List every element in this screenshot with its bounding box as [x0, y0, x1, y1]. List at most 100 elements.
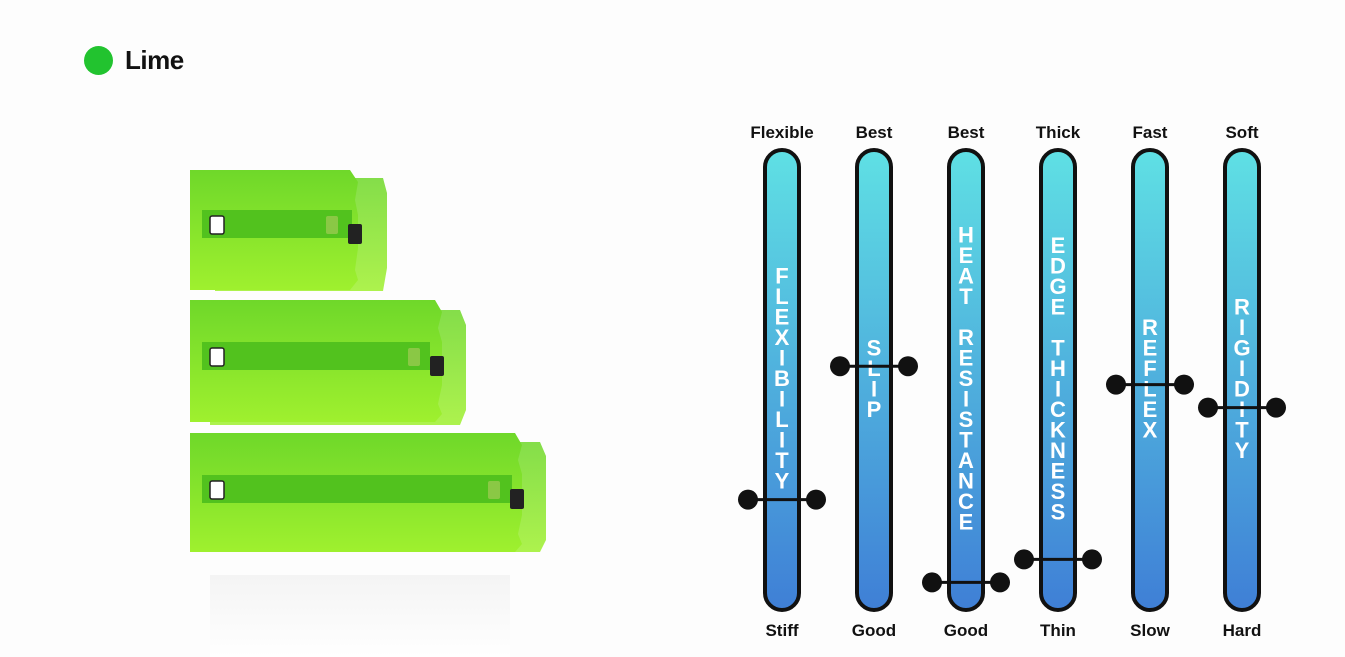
meter-word-letter: Y — [1235, 438, 1250, 463]
meter-word-letter: I — [779, 428, 785, 453]
squeegee-medium — [190, 300, 466, 425]
meter-word-letter: I — [963, 387, 969, 412]
performance-meters: FlexibleFLEXIBILITYStiffBestSLIPGoodBest… — [738, 123, 1286, 640]
meter-word-letter: I — [871, 376, 877, 401]
meter-word-letter: K — [1050, 417, 1066, 442]
meter-word-letter: L — [867, 356, 880, 381]
meter-level-knob-left — [922, 572, 942, 593]
color-swatch — [84, 46, 113, 75]
meter-word-letter: Y — [775, 469, 790, 494]
meter-word-letter: D — [1234, 376, 1250, 401]
squeegee-set-image — [190, 170, 546, 657]
meter-level-knob-left — [738, 489, 758, 510]
meter-word-letter: I — [779, 387, 785, 412]
meter-word-letter: L — [1143, 376, 1156, 401]
meter-word-letter: A — [958, 448, 974, 473]
meter-word-letter: H — [958, 223, 974, 248]
meter-top-label: Best — [856, 123, 893, 142]
meter-level-knob-left — [830, 356, 850, 377]
meter-word-letter: E — [1051, 233, 1066, 258]
color-title: Lime — [84, 45, 184, 76]
meter-word-letter: E — [959, 243, 974, 268]
meter-word-letter: G — [1049, 274, 1066, 299]
meter-word-letter: N — [958, 469, 974, 494]
meter-top-label: Soft — [1225, 123, 1258, 142]
meter-word-letter: E — [775, 305, 790, 330]
meter-word-letter: S — [1051, 479, 1066, 504]
meter-word-letter: I — [1239, 315, 1245, 340]
meter-top-label: Best — [948, 123, 985, 142]
meter-word-letter: I — [779, 346, 785, 371]
meter-word-letter: S — [959, 366, 974, 391]
meter-word-letter: E — [1143, 335, 1158, 360]
meter-bar — [855, 148, 893, 612]
meter-word-letter: T — [775, 448, 789, 473]
meter-bottom-label: Hard — [1223, 621, 1262, 640]
meter-word-letter: H — [1050, 356, 1066, 381]
meter-word-letter: L — [775, 284, 788, 309]
meter-level-knob-left — [1014, 549, 1034, 570]
meter-word-letter: C — [1050, 397, 1066, 422]
meter-word-letter: R — [958, 325, 974, 350]
squeegee-large — [190, 433, 546, 552]
meter-word-letter: P — [867, 397, 882, 422]
meter-bar — [1131, 148, 1169, 612]
meter-level-knob-left — [1106, 374, 1126, 395]
meter-bar — [947, 148, 985, 612]
meter-word-letter: L — [775, 407, 788, 432]
meter-word-letter: C — [958, 489, 974, 514]
meter-word-letter: E — [1051, 294, 1066, 319]
meter-word-letter: E — [959, 510, 974, 535]
meter-bar — [1039, 148, 1077, 612]
meter-word-letter: R — [1234, 294, 1250, 319]
meter-word-letter: G — [1233, 335, 1250, 360]
meter-word-letter: I — [1055, 376, 1061, 401]
meter-word-letter: B — [774, 366, 790, 391]
meter-bottom-label: Stiff — [765, 621, 798, 640]
meter-bottom-label: Thin — [1040, 621, 1076, 640]
meter-level-knob-right — [806, 489, 826, 510]
meter-word-letter: D — [1050, 253, 1066, 278]
meter-word-letter: T — [1051, 335, 1065, 360]
meter-word-letter: I — [1239, 397, 1245, 422]
meter-bar — [763, 148, 801, 612]
meter-level-knob-right — [898, 356, 918, 377]
meter-word-letter: F — [775, 264, 788, 289]
meter-top-label: Fast — [1133, 123, 1168, 142]
meter-word-letter: T — [959, 284, 973, 309]
meter-word-letter: S — [867, 335, 882, 360]
meter-bottom-label: Good — [852, 621, 896, 640]
squeegee-small — [190, 170, 387, 291]
meter-bar — [1223, 148, 1261, 612]
meter-word-letter: X — [775, 325, 790, 350]
meter-word-letter: R — [1142, 315, 1158, 340]
meter-word-letter: I — [1239, 356, 1245, 381]
meter-level-knob-right — [1174, 374, 1194, 395]
meter-word-letter: T — [1235, 417, 1249, 442]
meter-bottom-label: Slow — [1130, 621, 1170, 640]
meter-level-knob-right — [990, 572, 1010, 593]
meter-word-letter: X — [1143, 417, 1158, 442]
meter-word-letter: S — [959, 407, 974, 432]
meter-word-letter: T — [959, 428, 973, 453]
meter-word-letter: N — [1050, 438, 1066, 463]
meter-top-label: Flexible — [750, 123, 813, 142]
color-name: Lime — [125, 45, 184, 75]
meter-word-letter: F — [1143, 356, 1156, 381]
meter-bottom-label: Good — [944, 621, 988, 640]
meter-level-knob-right — [1266, 397, 1286, 418]
meter-word-letter: E — [959, 346, 974, 371]
meter-top-label: Thick — [1036, 123, 1081, 142]
meter-level-knob-left — [1198, 397, 1218, 418]
meter-word-letter: E — [1051, 458, 1066, 483]
image-reflection — [210, 575, 510, 657]
meter-word-letter: S — [1051, 499, 1066, 524]
